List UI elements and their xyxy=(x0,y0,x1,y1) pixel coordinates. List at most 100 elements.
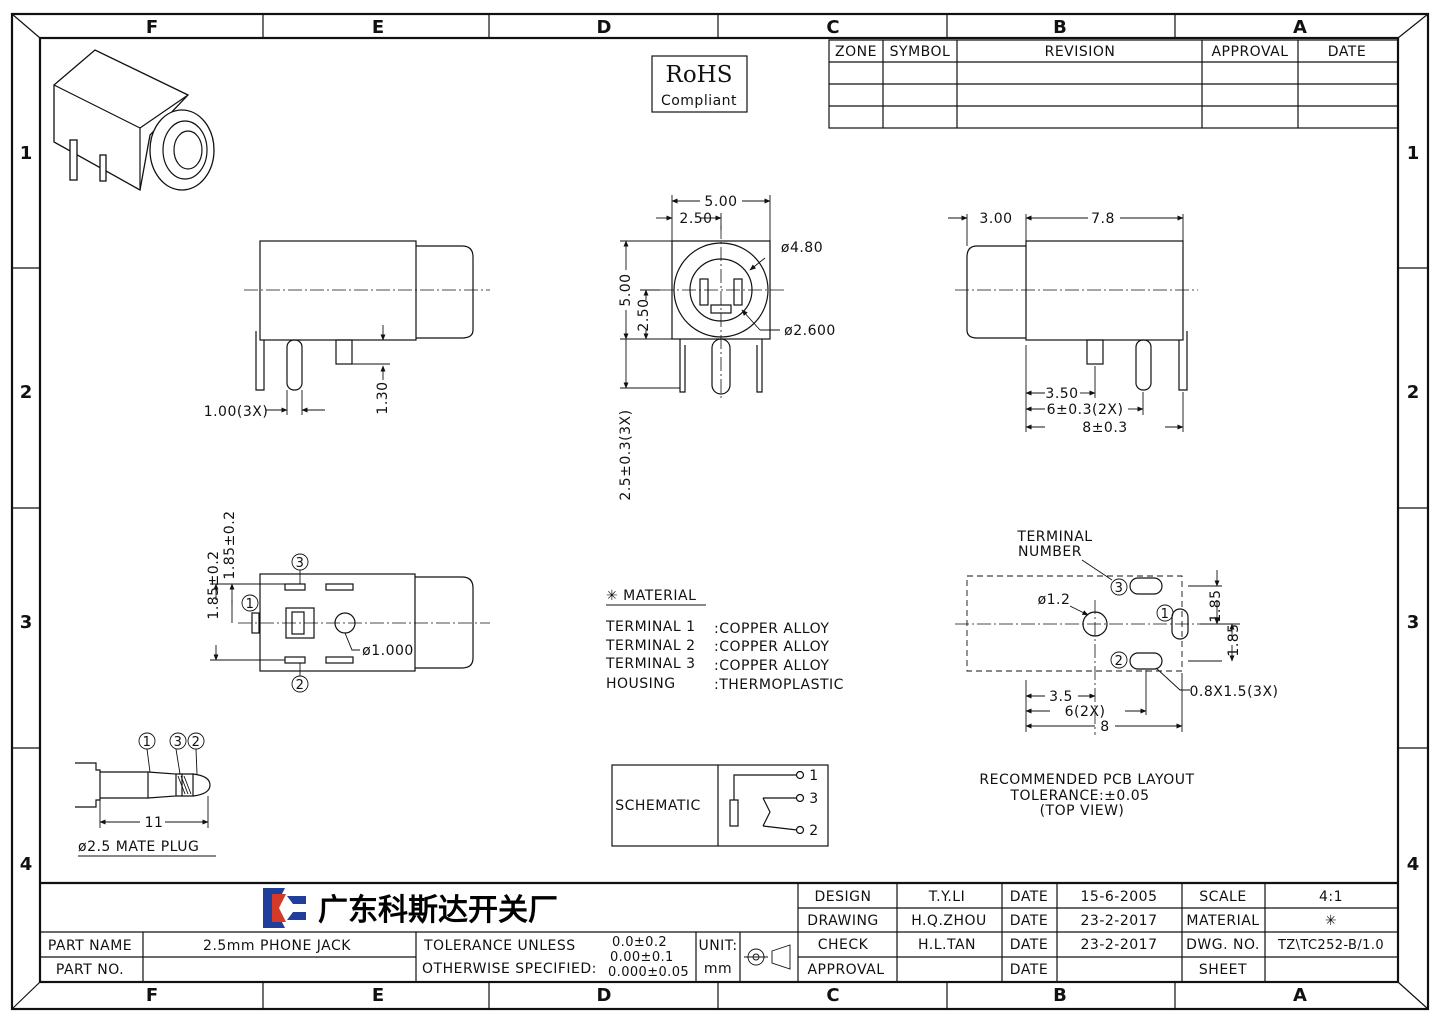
border-frame: F E D C B A F E D C B A 1 2 3 4 1 2 3 4 xyxy=(10,12,1430,1011)
row-label-right: 3 xyxy=(1407,612,1420,633)
plug-terminal-3: 3 xyxy=(174,735,183,750)
dim-pin-offset: 1.30 xyxy=(375,381,391,414)
date-label: DATE xyxy=(1010,937,1048,953)
check-label: CHECK xyxy=(818,937,869,953)
schematic-label: SCHEMATIC xyxy=(615,798,701,814)
dim-bottom-lower: 1.85±0.2 xyxy=(222,510,238,579)
part-name-value: 2.5mm PHONE JACK xyxy=(203,938,351,954)
pcb-note: RECOMMENDED PCB LAYOUT TOLERANCE:±0.05 (… xyxy=(979,772,1194,819)
col-label-bottom: B xyxy=(1053,985,1067,1006)
dim-total-length: 8±0.3 xyxy=(1082,420,1127,436)
drawing-date: 23-2-2017 xyxy=(1081,913,1158,929)
row-label-right: 2 xyxy=(1407,382,1420,403)
date-label: DATE xyxy=(1010,962,1048,978)
col-label-bottom: D xyxy=(597,985,612,1006)
material-value: :THERMOPLASTIC xyxy=(714,677,844,693)
dim-body-length: 7.8 xyxy=(1091,211,1115,227)
material-note: ✳ MATERIAL TERMINAL 1 :COPPER ALLOY TERM… xyxy=(605,588,844,693)
drawing-number-value: TZ\TC252-B/1.0 xyxy=(1277,938,1384,953)
dim-front-length: 3.00 xyxy=(979,211,1012,227)
terminal-mark-3: 3 xyxy=(296,556,305,571)
material-value: :COPPER ALLOY xyxy=(714,621,829,637)
design-date: 15-6-2005 xyxy=(1081,889,1158,905)
pcb-note-tolerance: TOLERANCE:±0.05 xyxy=(1009,788,1149,804)
dim-pin2-position: 6±0.3(2X) xyxy=(1047,402,1124,418)
col-label-bottom: C xyxy=(826,985,839,1006)
material-value: :COPPER ALLOY xyxy=(714,658,829,674)
date-label: DATE xyxy=(1010,889,1048,905)
drawing-number-label: DWG. NO. xyxy=(1186,937,1260,953)
check-value: H.L.TAN xyxy=(918,937,976,953)
dim-outer-diameter: ø4.80 xyxy=(781,240,823,256)
dim-pcb-hole: ø1.2 xyxy=(1038,592,1071,608)
dim-front-half-height: 2.50 xyxy=(636,298,652,331)
company-logo xyxy=(263,888,308,928)
projection-symbol-icon xyxy=(744,944,791,970)
tolerance-label: OTHERWISE SPECIFIED: xyxy=(422,961,597,977)
material-value: :COPPER ALLOY xyxy=(714,639,829,655)
scale-value: 4:1 xyxy=(1319,889,1343,905)
dim-pcb-lower: 1.85 xyxy=(1226,623,1242,656)
col-label-top: A xyxy=(1293,17,1307,38)
dim-front-width: 5.00 xyxy=(704,194,737,210)
tolerance-3: 0.000±0.05 xyxy=(608,965,689,980)
col-label-bottom: F xyxy=(146,985,158,1006)
dim-pin-width: 1.00(3X) xyxy=(204,404,269,420)
col-label-bottom: A xyxy=(1293,985,1307,1006)
terminal-number-label: TERMINAL xyxy=(1016,529,1092,545)
terminal-mark-2: 2 xyxy=(1115,654,1124,669)
revision-header-zone: ZONE xyxy=(835,44,877,60)
design-value: T.Y.LI xyxy=(928,889,965,905)
part-name-label: PART NAME xyxy=(48,938,132,954)
pcb-note-view: (TOP VIEW) xyxy=(1040,803,1125,819)
col-label-top: D xyxy=(597,17,612,38)
dim-pcb-upper: 1.85 xyxy=(1208,589,1224,622)
title-block: 广东科斯达开关厂 PART NAME 2.5mm PHONE JACK PART… xyxy=(40,881,1398,982)
row-label-right: 1 xyxy=(1407,143,1420,164)
dim-pcb-second: 6(2X) xyxy=(1065,704,1106,720)
row-label-left: 4 xyxy=(20,854,33,875)
revision-header-revision: REVISION xyxy=(1045,44,1116,60)
dim-pin-length: 2.5±0.3(3X) xyxy=(618,409,634,500)
approval-label: APPROVAL xyxy=(807,962,884,978)
front-view: 5.00 2.50 5.00 2.50 ø4.80 ø2.600 2.5±0.3… xyxy=(618,194,836,501)
part-no-label: PART NO. xyxy=(56,962,124,978)
terminal-mark-2: 2 xyxy=(296,678,305,693)
col-label-top: E xyxy=(372,17,384,38)
material-part: HOUSING xyxy=(606,676,676,692)
scale-label: SCALE xyxy=(1199,889,1246,905)
row-label-left: 2 xyxy=(20,382,33,403)
dim-front-half-width: 2.50 xyxy=(679,211,712,227)
tolerance-label: TOLERANCE UNLESS xyxy=(423,938,576,954)
rohs-mark: RoHS Compliant xyxy=(651,55,748,113)
rohs-subtitle: Compliant xyxy=(661,93,737,109)
revision-header-symbol: SYMBOL xyxy=(890,44,951,60)
tolerance-1: 0.0±0.2 xyxy=(612,935,667,950)
material-part: TERMINAL 3 xyxy=(605,656,696,672)
row-label-left: 3 xyxy=(20,612,33,633)
side-view: 1.00(3X) 1.30 xyxy=(204,240,490,420)
dim-inner-diameter: ø2.600 xyxy=(784,323,836,339)
col-label-top: F xyxy=(146,17,158,38)
terminal-mark-1: 1 xyxy=(246,597,255,612)
date-label: DATE xyxy=(1010,913,1048,929)
terminal-number-label: NUMBER xyxy=(1018,544,1082,560)
mate-plug: 11 1 3 2 ø2.5 MATE PLUG xyxy=(75,732,216,857)
row-label-right: 4 xyxy=(1407,854,1420,875)
drawing-label: DRAWING xyxy=(807,913,879,929)
col-label-top: C xyxy=(826,17,839,38)
sheet-label: SHEET xyxy=(1199,962,1247,978)
drawing-value: H.Q.ZHOU xyxy=(911,913,987,929)
dim-pcb-first: 3.5 xyxy=(1049,689,1073,705)
unit-value: mm xyxy=(704,961,732,977)
terminal-mark-3: 3 xyxy=(1115,581,1124,596)
schematic-pin-1: 1 xyxy=(809,768,818,784)
plug-terminal-2: 2 xyxy=(192,735,201,750)
material-part: TERMINAL 2 xyxy=(605,638,696,654)
dim-bottom-upper: 1.85±0.2 xyxy=(206,550,222,619)
schematic: SCHEMATIC 1 3 2 xyxy=(611,764,829,847)
dim-bottom-hole: ø1.000 xyxy=(362,643,414,659)
col-label-bottom: E xyxy=(372,985,384,1006)
dim-plug-length: 11 xyxy=(145,815,164,831)
